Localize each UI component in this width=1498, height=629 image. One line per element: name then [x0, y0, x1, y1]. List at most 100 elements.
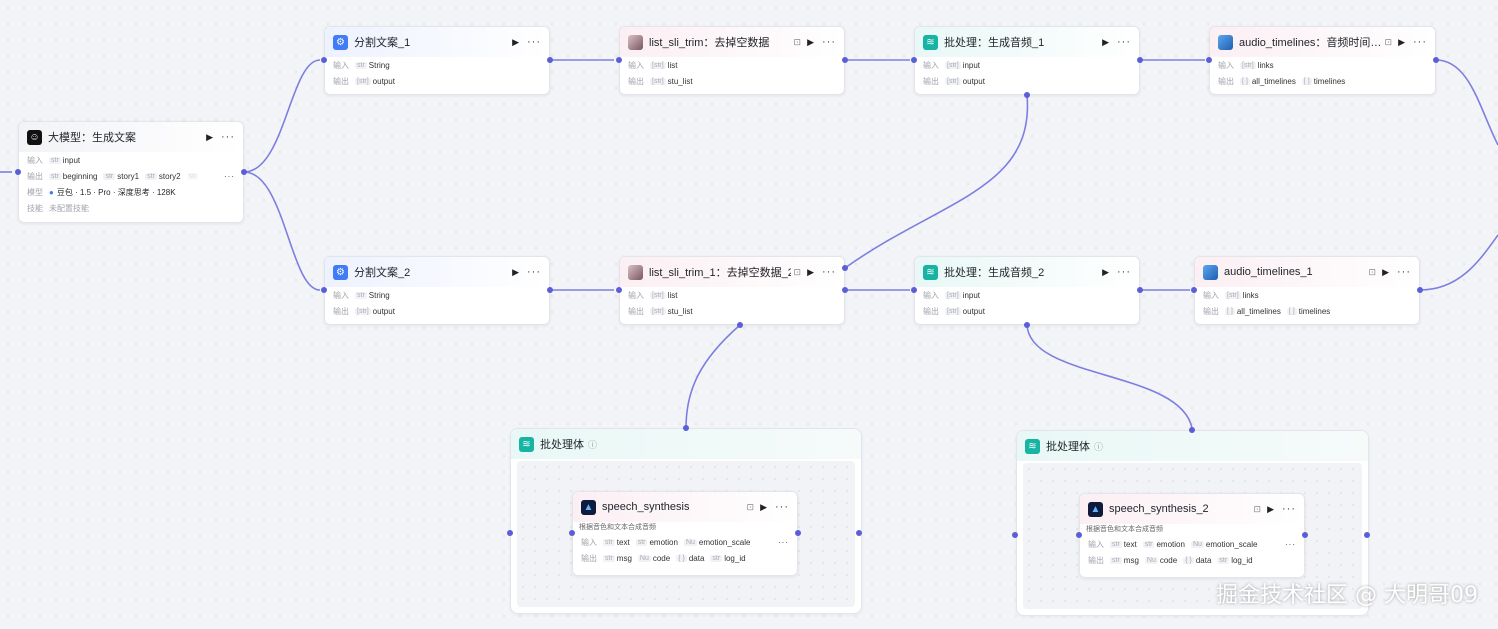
run-icon[interactable]: ▶: [1102, 36, 1109, 47]
watermark: 掘金技术社区 @ 大明哥09: [1216, 583, 1478, 608]
more-icon[interactable]: ···: [527, 36, 541, 48]
type-label: [str]: [355, 77, 371, 85]
port[interactable]: [737, 322, 743, 328]
port[interactable]: [911, 57, 917, 63]
more-icon[interactable]: ···: [822, 36, 836, 48]
plugin-icon: ⊡: [793, 266, 802, 277]
run-icon[interactable]: ▶: [512, 36, 519, 47]
more-icon[interactable]: ···: [221, 131, 235, 143]
port[interactable]: [547, 287, 553, 293]
port[interactable]: [616, 57, 622, 63]
port[interactable]: [507, 530, 513, 536]
type-label: str: [49, 156, 61, 164]
port[interactable]: [911, 287, 917, 293]
param-name: list: [667, 290, 678, 300]
param-tag: [str]stu_list: [650, 77, 693, 86]
port[interactable]: [15, 169, 21, 175]
run-icon[interactable]: ▶: [807, 36, 814, 47]
batch-body-a[interactable]: ≋ 批处理体 ⓘ: [510, 428, 862, 614]
node-header: ≋ 批处理：生成音频_2 ▶···: [915, 257, 1139, 287]
row-label: 输入: [1088, 539, 1104, 549]
port[interactable]: [1024, 92, 1030, 98]
port[interactable]: [842, 57, 848, 63]
run-icon[interactable]: ▶: [807, 266, 814, 277]
more-inputs-icon[interactable]: ···: [1285, 539, 1296, 549]
port[interactable]: [1302, 532, 1308, 538]
run-icon[interactable]: ▶: [1267, 503, 1274, 514]
trim-node-2[interactable]: list_sli_trim_1：去掉空数据_2 ⊡ ▶··· 输入[str]li…: [619, 256, 845, 325]
speech-synthesis-2-node[interactable]: ▲ speech_synthesis_2 ⊡ ▶··· 根据音色和文本合成音频 …: [1079, 493, 1305, 578]
row-label: 输入: [333, 290, 349, 300]
port[interactable]: [321, 287, 327, 293]
port[interactable]: [616, 287, 622, 293]
port[interactable]: [1206, 57, 1212, 63]
type-label: [ ]: [1301, 77, 1312, 85]
run-icon[interactable]: ▶: [1102, 266, 1109, 277]
more-icon[interactable]: ···: [527, 266, 541, 278]
port[interactable]: [1137, 57, 1143, 63]
more-icon[interactable]: ···: [1117, 36, 1131, 48]
port[interactable]: [1076, 532, 1082, 538]
run-icon[interactable]: ▶: [1398, 36, 1405, 47]
run-icon[interactable]: ▶: [206, 131, 213, 142]
port[interactable]: [1189, 427, 1195, 433]
port[interactable]: [1417, 287, 1423, 293]
port[interactable]: [842, 265, 848, 271]
run-icon[interactable]: ▶: [512, 266, 519, 277]
param-row: 输入[str]links: [1210, 57, 1435, 73]
port[interactable]: [1433, 57, 1439, 63]
more-icon[interactable]: ···: [1413, 36, 1427, 48]
batch-node-1[interactable]: ≋ 批处理：生成音频_1 ▶··· 输入[str]input 输出[str]ou…: [914, 26, 1140, 95]
param-tag: [str]input: [945, 61, 980, 70]
port[interactable]: [569, 530, 575, 536]
audio-timelines-node-1[interactable]: audio_timelines：音频时间… ⊡ ▶··· 输入[str]link…: [1209, 26, 1436, 95]
port[interactable]: [321, 57, 327, 63]
wire-llm-split1: [243, 59, 321, 173]
port[interactable]: [1012, 532, 1018, 538]
port[interactable]: [842, 287, 848, 293]
batch-node-2[interactable]: ≋ 批处理：生成音频_2 ▶··· 输入[str]input 输出[str]ou…: [914, 256, 1140, 325]
port[interactable]: [1137, 287, 1143, 293]
param-tag: [str]links: [1225, 291, 1259, 300]
trim-node-1[interactable]: list_sli_trim：去掉空数据 ⊡ ▶··· 输入[str]list 输…: [619, 26, 845, 95]
type-label: { }: [1183, 556, 1194, 564]
type-label: str: [103, 172, 116, 180]
audio-timelines-node-2[interactable]: audio_timelines_1 ⊡ ▶··· 输入[str]links 输出…: [1194, 256, 1420, 325]
more-icon[interactable]: ···: [1282, 503, 1296, 515]
run-icon[interactable]: ▶: [1382, 266, 1389, 277]
more-icon[interactable]: ···: [1117, 266, 1131, 278]
port[interactable]: [547, 57, 553, 63]
more-icon[interactable]: ···: [1397, 266, 1411, 278]
more-icon[interactable]: ···: [775, 501, 789, 513]
port[interactable]: [1024, 322, 1030, 328]
row-label: 输入: [333, 60, 349, 70]
more-icon[interactable]: ···: [822, 266, 836, 278]
port[interactable]: [856, 530, 862, 536]
run-icon[interactable]: ▶: [760, 501, 767, 512]
port[interactable]: [683, 425, 689, 431]
port[interactable]: [241, 169, 247, 175]
port[interactable]: [1191, 287, 1197, 293]
timeline-icon: [1218, 34, 1233, 50]
speech-synthesis-node[interactable]: ▲ speech_synthesis ⊡ ▶··· 根据音色和文本合成音频 输入…: [572, 491, 798, 576]
more-inputs-icon[interactable]: ···: [778, 537, 789, 547]
row-label: 输出: [923, 306, 939, 316]
info-icon[interactable]: ⓘ: [1094, 441, 1104, 452]
port[interactable]: [795, 530, 801, 536]
param-row: 输入[str]list: [620, 287, 844, 303]
param-name: text: [1123, 539, 1137, 549]
port[interactable]: [1364, 532, 1370, 538]
type-label: str: [1142, 540, 1155, 548]
node-description: 根据音色和文本合成音频: [579, 524, 656, 531]
info-icon[interactable]: ⓘ: [588, 439, 598, 450]
more-outputs-icon[interactable]: ···: [224, 171, 235, 181]
